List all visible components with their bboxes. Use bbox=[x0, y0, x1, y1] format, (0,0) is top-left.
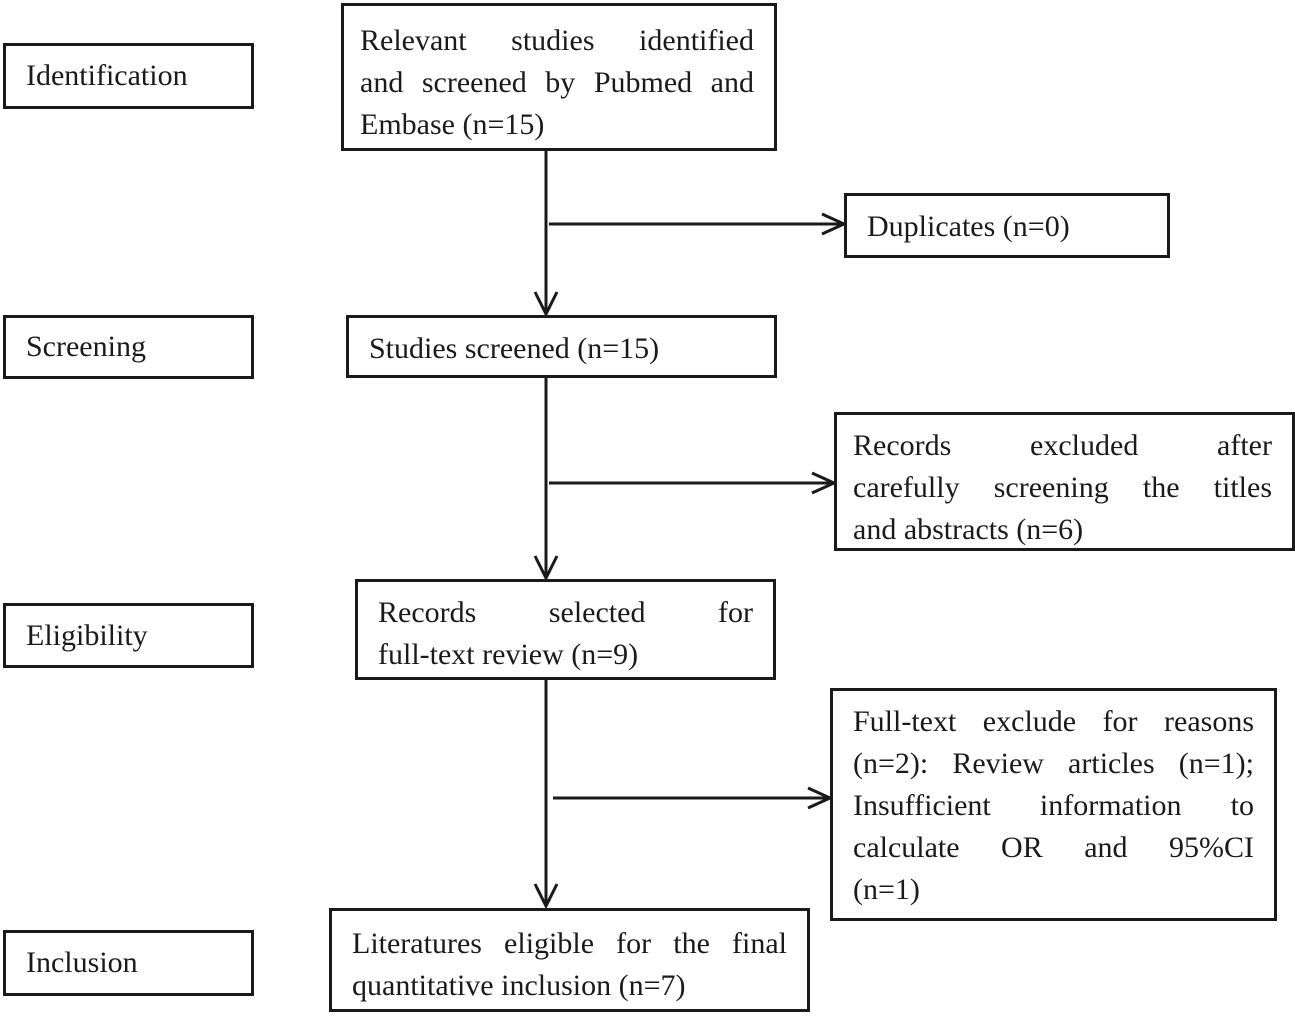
fulltext-excluded-line-1: Full-text exclude for reasons bbox=[853, 705, 1254, 738]
fulltext-excluded-line-2: (n=2): Review articles (n=1); bbox=[853, 747, 1254, 780]
fulltext-excluded-box: Full-text exclude for reasons (n=2): Rev… bbox=[830, 688, 1277, 921]
fulltext-selected-box: Records selected for full-text review (n… bbox=[355, 579, 776, 680]
excluded-titles-line-3: and abstracts (n=6) bbox=[853, 513, 1084, 546]
stage-inclusion: Inclusion bbox=[3, 930, 254, 996]
identified-line-1: Relevant studies identified bbox=[360, 24, 754, 57]
fulltext-selected-line-2: full-text review (n=9) bbox=[378, 638, 639, 671]
excluded-titles-box: Records excluded after carefully screeni… bbox=[834, 412, 1295, 551]
stage-eligibility-label: Eligibility bbox=[26, 618, 148, 652]
arrowhead-selected bbox=[533, 555, 559, 582]
duplicates-label: Duplicates (n=0) bbox=[867, 210, 1070, 243]
stage-inclusion-label: Inclusion bbox=[26, 946, 138, 979]
fulltext-excluded-line-5: (n=1) bbox=[853, 873, 920, 906]
excluded-titles-line-2: carefully screening the titles bbox=[853, 471, 1272, 504]
included-box: Literatures eligible for the final quant… bbox=[329, 908, 810, 1012]
fulltext-excluded-line-4: calculate OR and 95%CI bbox=[853, 831, 1254, 864]
identified-line-2: and screened by Pubmed and bbox=[360, 66, 754, 99]
fulltext-excluded-line-3: Insufficient information to bbox=[853, 789, 1254, 822]
stage-identification-label: Identification bbox=[26, 59, 188, 92]
included-line-1: Literatures eligible for the final bbox=[352, 927, 787, 960]
stage-identification: Identification bbox=[3, 43, 254, 109]
arrowhead-included bbox=[533, 883, 559, 910]
identified-box: Relevant studies identified and screened… bbox=[341, 3, 777, 151]
fulltext-selected-line-1: Records selected for bbox=[378, 596, 753, 629]
screened-box: Studies screened (n=15) bbox=[346, 315, 777, 378]
duplicates-box: Duplicates (n=0) bbox=[844, 193, 1170, 258]
arrowhead-screened bbox=[533, 291, 559, 318]
excluded-titles-line-1: Records excluded after bbox=[853, 429, 1272, 462]
screened-label: Studies screened (n=15) bbox=[369, 332, 660, 365]
stage-eligibility: Eligibility bbox=[3, 603, 254, 668]
stage-screening: Screening bbox=[3, 315, 254, 379]
included-line-2: quantitative inclusion (n=7) bbox=[352, 969, 686, 1002]
identified-line-3: Embase (n=15) bbox=[360, 108, 545, 141]
stage-screening-label: Screening bbox=[26, 330, 146, 363]
